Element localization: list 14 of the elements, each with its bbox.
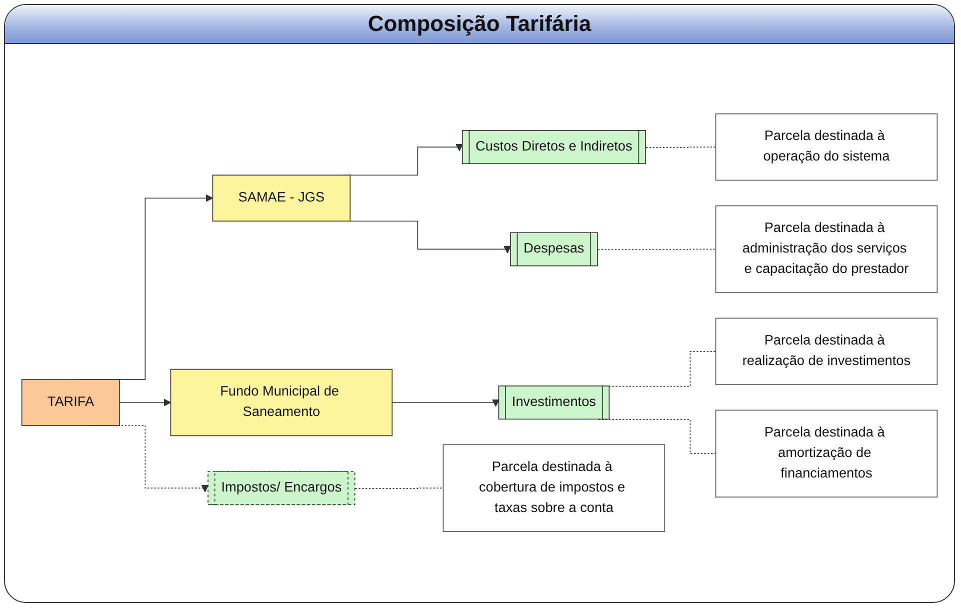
node-box: Fundo Municipal de Saneamento <box>170 368 393 436</box>
node-box: SAMAE - JGS <box>212 174 351 222</box>
connector <box>597 248 716 250</box>
arrow <box>392 399 500 406</box>
node-box: Parcela destinada à administração dos serviços e capacitação do prestador <box>715 205 938 293</box>
node-box: Parcela destinada à cobertura de impostos e taxas sobre a conta <box>442 444 666 532</box>
connector <box>646 146 716 148</box>
node-box: Parcela destinada à amortização de financiamentos <box>715 410 938 498</box>
diagram-title: Composição Tarifária <box>5 5 954 44</box>
node-box: TARIFA <box>21 378 120 426</box>
arrow <box>119 398 172 406</box>
node-box: Parcela destinada à realização de investimentos <box>715 318 938 385</box>
node-box: Parcela destinada à operação do sistema <box>715 113 938 180</box>
connector <box>354 488 444 489</box>
